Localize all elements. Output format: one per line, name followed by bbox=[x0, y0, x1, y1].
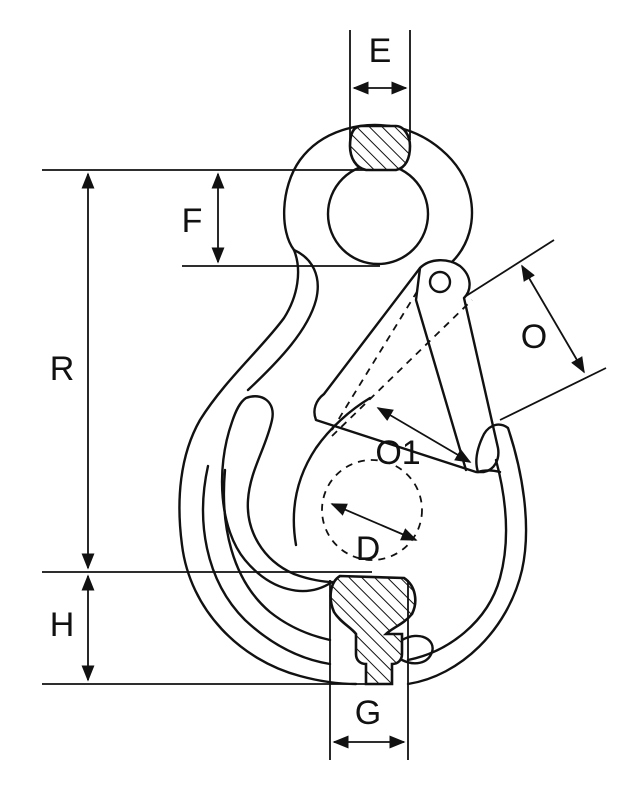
label-o: O bbox=[521, 318, 547, 356]
load-circle-d bbox=[321, 459, 423, 561]
dim-o-arrow bbox=[521, 264, 585, 374]
dim-d-arrow bbox=[330, 503, 418, 541]
latch-pin bbox=[428, 270, 452, 294]
eye-section-e bbox=[348, 124, 412, 172]
latch-hidden-line bbox=[331, 299, 473, 437]
label-o1: O1 bbox=[375, 434, 420, 472]
label-r: R bbox=[50, 350, 75, 388]
hook-tip-outer bbox=[406, 423, 528, 686]
hook-tip-inner bbox=[406, 458, 508, 662]
dimension-lines bbox=[42, 30, 607, 760]
hook-section-g bbox=[329, 574, 417, 686]
dim-o1-arrow bbox=[376, 407, 472, 463]
label-h: H bbox=[50, 606, 75, 644]
hook-outer-curve bbox=[178, 248, 358, 686]
hook-back-line-2 bbox=[201, 464, 332, 666]
label-e: E bbox=[369, 32, 392, 70]
latch-hidden-line-2 bbox=[331, 289, 419, 431]
latch-arm bbox=[414, 266, 468, 472]
hook-throat-curve bbox=[292, 396, 372, 547]
label-f: F bbox=[182, 202, 203, 240]
safety-latch bbox=[313, 259, 500, 474]
eye-hole bbox=[326, 162, 430, 266]
hook-slot bbox=[220, 395, 334, 593]
hook-body bbox=[178, 123, 528, 686]
hook-back-line-1 bbox=[246, 248, 319, 392]
label-g: G bbox=[355, 694, 381, 732]
hook-nub bbox=[400, 634, 434, 665]
label-d: D bbox=[356, 530, 381, 568]
